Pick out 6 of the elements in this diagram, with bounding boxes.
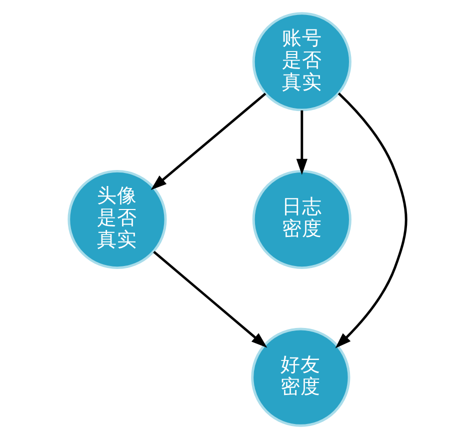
node-circle: 日志密度 (252, 170, 351, 270)
arrow (296, 110, 307, 175)
arrow (152, 250, 267, 348)
node-circle: 账号是否真实 (252, 12, 351, 112)
arrow (334, 92, 407, 348)
arrow (150, 92, 266, 190)
